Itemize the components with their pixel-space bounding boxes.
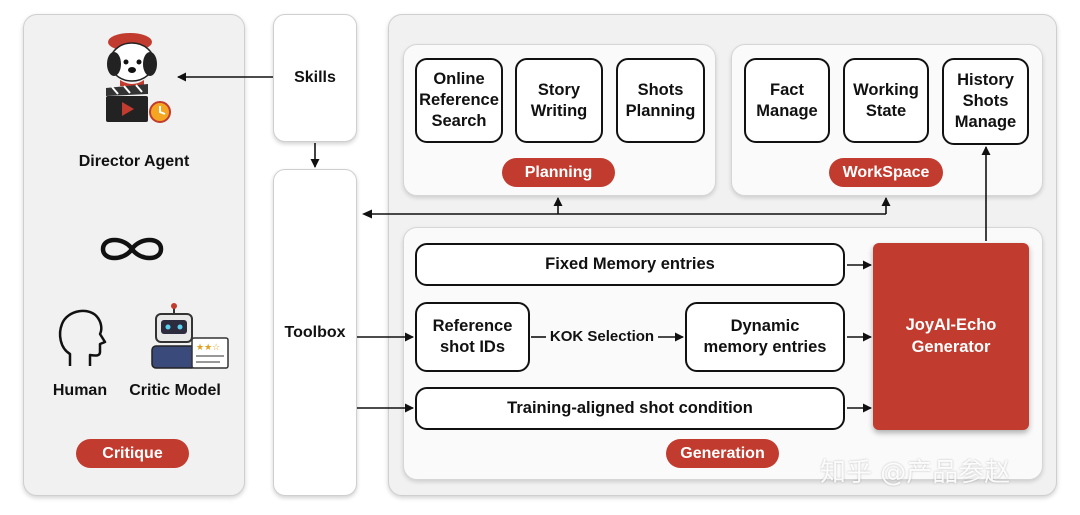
- svg-text:★★☆: ★★☆: [196, 343, 220, 353]
- critic-model-label: Critic Model: [129, 382, 221, 399]
- shots-planning-box: Shots Planning: [616, 58, 705, 143]
- critique-pill: Critique: [76, 439, 189, 468]
- working-state-box: Working State: [843, 58, 929, 143]
- generation-pill: Generation: [666, 439, 779, 468]
- history-shots-manage-box: History Shots Manage: [942, 58, 1029, 145]
- human-head-icon: [58, 309, 107, 366]
- watermark-text: 知乎 @产品参赵: [820, 458, 1011, 488]
- online-reference-search-box: Online Reference Search: [415, 58, 503, 143]
- director-mascot-icon: [106, 33, 171, 123]
- joyai-echo-generator: JoyAI-Echo Generator: [873, 243, 1029, 430]
- kok-selection-label: KOK Selection: [546, 328, 658, 345]
- training-aligned-condition-box: Training-aligned shot condition: [415, 387, 845, 430]
- skills-box: Skills: [273, 14, 357, 142]
- dynamic-memory-box: Dynamic memory entries: [685, 302, 845, 372]
- toolbox-box: Toolbox: [273, 169, 357, 496]
- bus-to-toolbox-arrow: [362, 209, 372, 219]
- reference-shot-ids-box: Reference shot IDs: [415, 302, 530, 372]
- planning-pill: Planning: [502, 158, 615, 187]
- robot-critic-icon: ★★☆: [151, 303, 229, 369]
- director-agent-label: Director Agent: [78, 153, 190, 170]
- fixed-memory-box: Fixed Memory entries: [415, 243, 845, 286]
- human-label: Human: [52, 382, 108, 399]
- story-writing-box: Story Writing: [515, 58, 603, 143]
- infinity-icon: [100, 237, 164, 261]
- workspace-pill: WorkSpace: [829, 158, 943, 187]
- fact-manage-box: Fact Manage: [744, 58, 830, 143]
